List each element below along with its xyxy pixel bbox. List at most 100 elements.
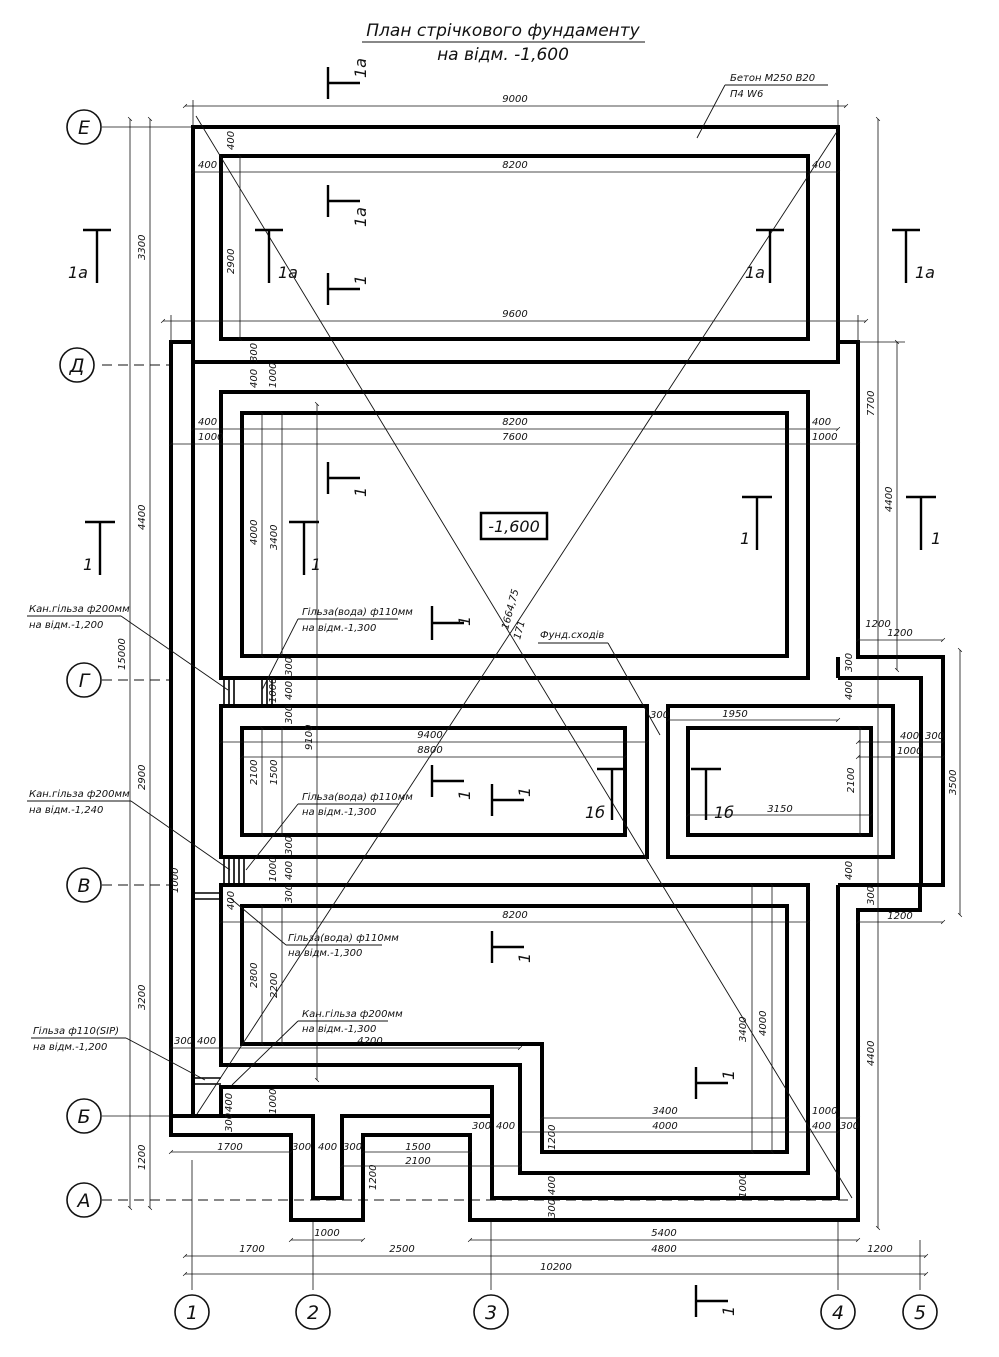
- svg-text:на відм.-1,300: на відм.-1,300: [302, 806, 376, 818]
- svg-text:4000: 4000: [249, 520, 260, 545]
- diag-label-2: 171: [512, 619, 528, 640]
- svg-text:1200: 1200: [867, 1244, 892, 1255]
- svg-text:Гільза(вода) ф110мм: Гільза(вода) ф110мм: [302, 606, 413, 618]
- svg-text:4000: 4000: [652, 1121, 677, 1132]
- svg-text:400: 400: [249, 369, 260, 388]
- svg-text:2500: 2500: [389, 1244, 414, 1255]
- section-label: 1: [311, 555, 321, 574]
- section-label: 1: [931, 529, 941, 548]
- svg-text:4800: 4800: [651, 1244, 676, 1255]
- svg-text:4400: 4400: [137, 505, 148, 530]
- svg-text:2900: 2900: [226, 249, 237, 274]
- svg-text:2100: 2100: [249, 760, 260, 785]
- svg-text:3: 3: [485, 1302, 497, 1324]
- section-label: 1: [351, 487, 370, 497]
- svg-text:Г: Г: [79, 670, 91, 692]
- svg-text:1000: 1000: [268, 1089, 279, 1114]
- svg-text:на відм.-1,300: на відм.-1,300: [302, 622, 376, 634]
- axis-bubble-g: Г: [66, 662, 102, 698]
- svg-text:5400: 5400: [651, 1228, 676, 1239]
- svg-text:1: 1: [186, 1302, 198, 1324]
- svg-text:400: 400: [198, 160, 217, 171]
- section-label: 1а: [68, 263, 88, 282]
- section-label: 1: [351, 275, 370, 285]
- svg-text:П4 W6: П4 W6: [730, 89, 763, 100]
- svg-text:300: 300: [284, 836, 295, 855]
- drawing-title: План стрічкового фундаменту на відм. -1,…: [362, 21, 645, 65]
- svg-text:4400: 4400: [884, 487, 895, 512]
- svg-text:1950: 1950: [722, 709, 747, 720]
- svg-text:А: А: [76, 1190, 91, 1212]
- svg-text:1500: 1500: [405, 1142, 430, 1153]
- section-label: 1: [455, 790, 474, 800]
- svg-text:Е: Е: [78, 117, 90, 139]
- svg-text:Гільза(вода) ф110мм: Гільза(вода) ф110мм: [302, 791, 413, 803]
- dimension-texts: 9000 8200 400 400 400 2900 9600 8200 760…: [117, 94, 959, 1273]
- svg-text:400: 400: [812, 417, 831, 428]
- svg-text:на відм.-1,200: на відм.-1,200: [33, 1041, 107, 1053]
- axis-bubble-v: В: [66, 867, 102, 903]
- svg-text:1200: 1200: [137, 1145, 148, 1170]
- svg-text:Кан.гільза ф200мм: Кан.гільза ф200мм: [29, 788, 130, 800]
- svg-text:15000: 15000: [117, 638, 128, 670]
- svg-text:400: 400: [226, 891, 237, 910]
- section-label: 1а: [915, 263, 935, 282]
- svg-text:Гільза ф110(SIP): Гільза ф110(SIP): [33, 1025, 119, 1037]
- dimension-lines: [127, 100, 963, 1277]
- svg-text:400: 400: [226, 131, 237, 150]
- axis-bubble-4: 4: [820, 1294, 856, 1330]
- svg-text:400: 400: [198, 417, 217, 428]
- svg-text:Кан.гільза ф200мм: Кан.гільза ф200мм: [29, 603, 130, 615]
- axis-bubble-3: 3: [473, 1294, 509, 1330]
- title-line-1: План стрічкового фундаменту: [366, 21, 640, 41]
- svg-text:3500: 3500: [948, 770, 959, 795]
- svg-text:300: 300: [866, 886, 877, 905]
- svg-text:на відм.-1,300: на відм.-1,300: [288, 947, 362, 959]
- svg-text:Б: Б: [77, 1106, 90, 1128]
- axis-bubble-a: А: [66, 1182, 102, 1218]
- svg-text:Фунд.сходів: Фунд.сходів: [540, 629, 604, 641]
- section-label: 1а: [351, 58, 370, 78]
- svg-text:Бетон М250 В20: Бетон М250 В20: [730, 73, 815, 84]
- svg-text:3400: 3400: [652, 1106, 677, 1117]
- axis-bubble-5: 5: [902, 1294, 938, 1330]
- svg-text:300: 300: [292, 1142, 311, 1153]
- svg-text:4200: 4200: [357, 1036, 382, 1047]
- svg-text:1000: 1000: [198, 432, 223, 443]
- svg-text:1000: 1000: [812, 1106, 837, 1117]
- diagonal-lines: [195, 115, 853, 1199]
- svg-text:10200: 10200: [540, 1262, 572, 1273]
- svg-text:2: 2: [307, 1302, 319, 1324]
- svg-text:1200: 1200: [368, 1165, 379, 1190]
- svg-text:2100: 2100: [405, 1156, 430, 1167]
- section-label: 1: [515, 953, 534, 963]
- svg-text:300: 300: [547, 1199, 558, 1218]
- foundation-walls: [169, 125, 945, 1222]
- section-label: 1: [719, 1306, 738, 1316]
- svg-text:1000: 1000: [738, 1173, 749, 1198]
- svg-text:2100: 2100: [846, 768, 857, 793]
- svg-text:300: 300: [472, 1121, 491, 1132]
- axis-bubble-d: Д: [59, 347, 95, 383]
- section-label: 1а: [745, 263, 765, 282]
- svg-text:4000: 4000: [758, 1011, 769, 1036]
- svg-text:на відм.-1,300: на відм.-1,300: [302, 1023, 376, 1035]
- svg-text:1700: 1700: [217, 1142, 242, 1153]
- svg-text:300: 300: [284, 657, 295, 676]
- svg-text:2900: 2900: [137, 765, 148, 790]
- svg-text:300: 300: [840, 1121, 859, 1132]
- svg-text:1700: 1700: [239, 1244, 264, 1255]
- axis-lines: [102, 364, 850, 1201]
- svg-text:400: 400: [844, 681, 855, 700]
- svg-text:8200: 8200: [502, 417, 527, 428]
- section-markers: [83, 67, 936, 1317]
- svg-text:300: 300: [284, 884, 295, 903]
- svg-text:-1,600: -1,600: [488, 517, 540, 536]
- axis-bubble-b: Б: [66, 1098, 102, 1134]
- concrete-note: Бетон М250 В20 П4 W6: [696, 73, 828, 139]
- svg-text:2200: 2200: [269, 973, 280, 998]
- sleeve-marks: [193, 678, 273, 1085]
- svg-text:1200: 1200: [547, 1125, 558, 1150]
- svg-text:4: 4: [832, 1302, 844, 1324]
